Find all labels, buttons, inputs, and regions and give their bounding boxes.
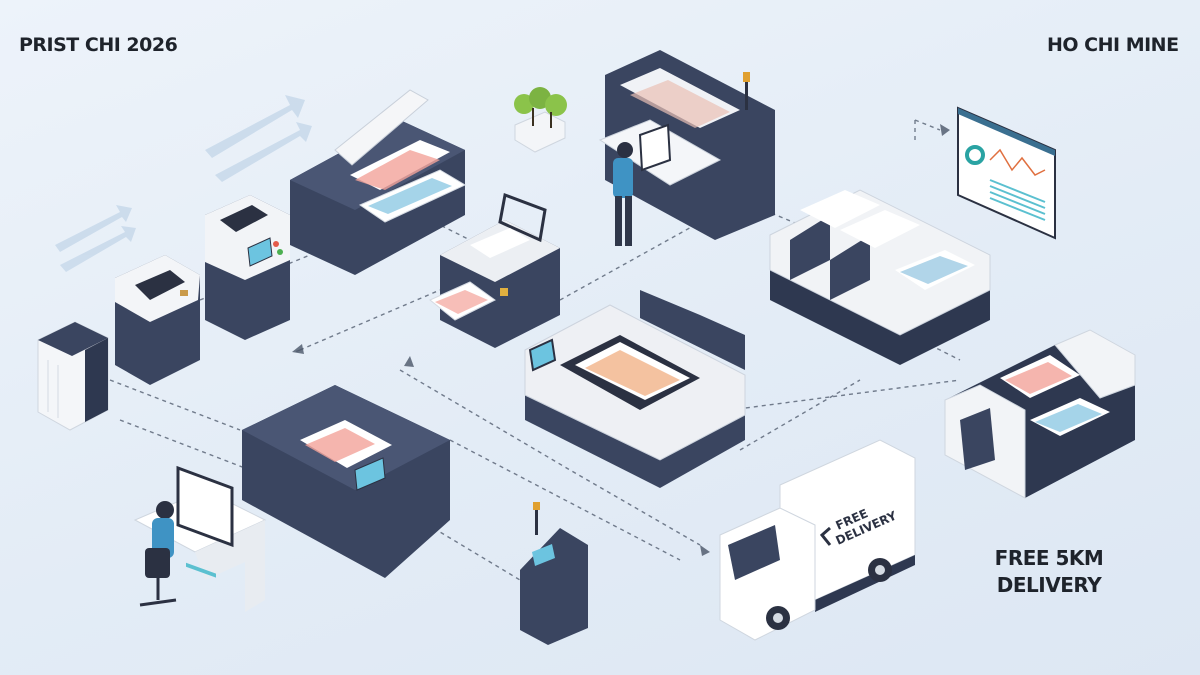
desktop-printer bbox=[429, 192, 560, 348]
laminator-roller bbox=[944, 329, 1136, 499]
delivery-truck: FREE DELIVERY bbox=[719, 439, 916, 641]
delivery-note-line1: FREE 5KM bbox=[994, 546, 1104, 570]
wide-format-plotter bbox=[242, 385, 450, 578]
flatbed-printer bbox=[524, 290, 746, 488]
location-title-right: HO CHI MINE bbox=[1047, 34, 1179, 56]
roll-printer-with-operator bbox=[598, 50, 775, 246]
workflow-connectors bbox=[109, 119, 961, 581]
order-kiosk bbox=[115, 255, 200, 385]
speed-arrows-decor bbox=[55, 95, 312, 272]
large-format-printer-open-lid bbox=[290, 89, 467, 275]
payment-kiosk bbox=[520, 502, 588, 645]
designer-workstation bbox=[133, 465, 267, 612]
location-title-left: PRIST CHI 2026 bbox=[19, 34, 178, 56]
dual-head-press bbox=[769, 189, 991, 365]
planter bbox=[514, 87, 567, 153]
analytics-dashboard-panel bbox=[957, 106, 1056, 240]
delivery-note: FREE 5KM DELIVERY bbox=[987, 545, 1111, 599]
self-service-terminal bbox=[205, 195, 290, 340]
connector-arrows bbox=[292, 124, 950, 556]
dehumidifier-unit bbox=[37, 321, 109, 431]
delivery-note-line2: DELIVERY bbox=[996, 573, 1102, 597]
